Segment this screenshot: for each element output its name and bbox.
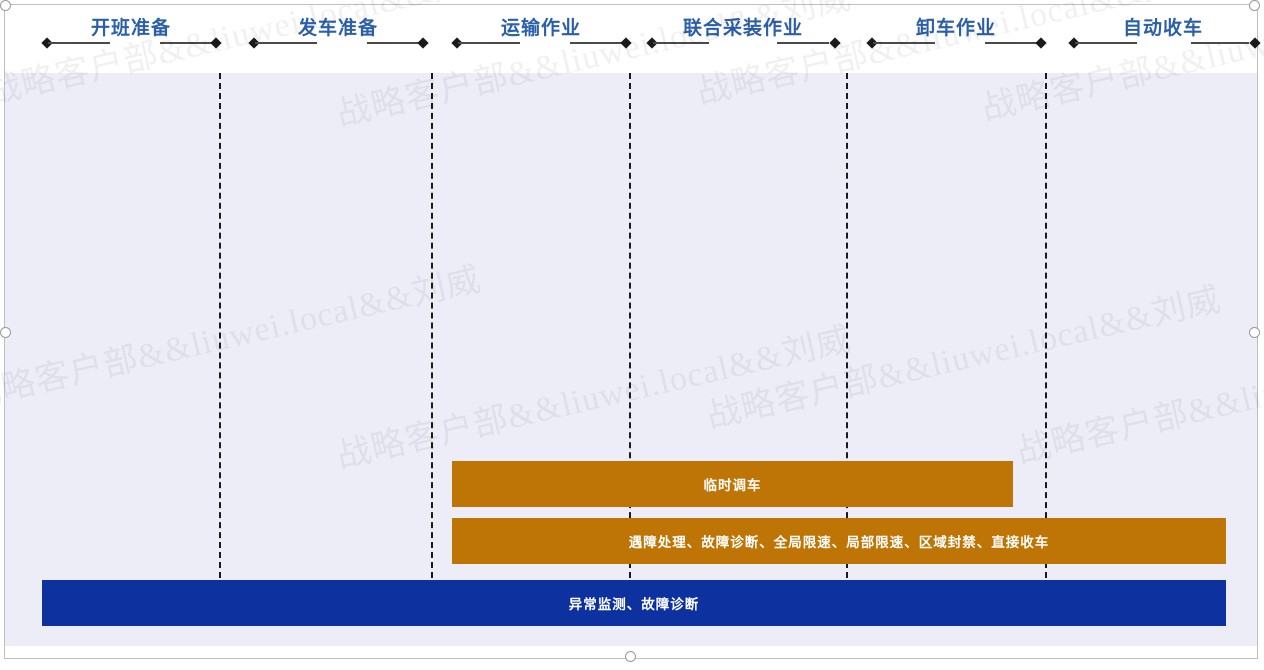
connector-line: [367, 42, 421, 44]
connector-line: [160, 42, 214, 44]
connector-line: [1191, 42, 1249, 44]
connector-line: [458, 42, 520, 44]
connector-line: [653, 42, 709, 44]
phase-title: 卸车作业: [915, 18, 996, 39]
selection-handle-top-right[interactable]: [1249, 0, 1260, 11]
diamond-marker-icon: [829, 37, 841, 49]
phase-connector: [866, 37, 1047, 49]
phase-connector: [646, 37, 841, 49]
phase-connector: [248, 37, 429, 49]
phase-column-2[interactable]: 发车准备: [248, 5, 429, 73]
connector-line: [1075, 42, 1137, 44]
connector-line: [48, 42, 110, 44]
diamond-marker-icon: [1249, 37, 1261, 49]
phase-title: 开班准备: [90, 18, 171, 39]
phase-connector: [1068, 37, 1261, 49]
span-bar-exception-handling[interactable]: 遇障处理、故障诊断、全局限速、局部限速、区域封禁、直接收车: [452, 518, 1226, 564]
phase-title: 运输作业: [500, 18, 581, 39]
selection-handle-bottom-middle[interactable]: [625, 651, 636, 662]
phase-title: 自动收车: [1122, 18, 1203, 39]
connector-line: [777, 42, 829, 44]
selection-handle-top-left[interactable]: [0, 0, 11, 11]
phase-column-4[interactable]: 联合采装作业: [646, 5, 841, 73]
column-divider-1: [219, 73, 221, 578]
column-divider-4: [846, 73, 848, 578]
phase-connector: [41, 37, 222, 49]
diamond-marker-icon: [417, 37, 429, 49]
selection-handle-middle-left[interactable]: [0, 327, 11, 338]
phase-connector: [451, 37, 632, 49]
phase-column-1[interactable]: 开班准备: [41, 5, 222, 73]
phase-column-6[interactable]: 自动收车: [1068, 5, 1261, 73]
connector-line: [570, 42, 624, 44]
selection-handle-middle-right[interactable]: [1249, 327, 1260, 338]
connector-line: [255, 42, 317, 44]
phase-column-3[interactable]: 运输作业: [451, 5, 632, 73]
phase-header: 开班准备 发车准备 运输作业 联合采装作业: [5, 5, 1261, 73]
column-divider-3: [629, 73, 631, 578]
phase-title: 发车准备: [297, 18, 378, 39]
connector-line: [985, 42, 1039, 44]
column-divider-2: [431, 73, 433, 578]
column-divider-5: [1045, 73, 1047, 578]
connector-line: [873, 42, 935, 44]
diamond-marker-icon: [210, 37, 222, 49]
phase-title: 联合采装作业: [682, 18, 803, 39]
span-bar-anomaly-monitoring[interactable]: 异常监测、故障诊断: [42, 580, 1226, 626]
diamond-marker-icon: [1035, 37, 1047, 49]
diamond-marker-icon: [620, 37, 632, 49]
phase-column-5[interactable]: 卸车作业: [866, 5, 1047, 73]
span-bar-temporary-dispatch[interactable]: 临时调车: [452, 461, 1013, 507]
